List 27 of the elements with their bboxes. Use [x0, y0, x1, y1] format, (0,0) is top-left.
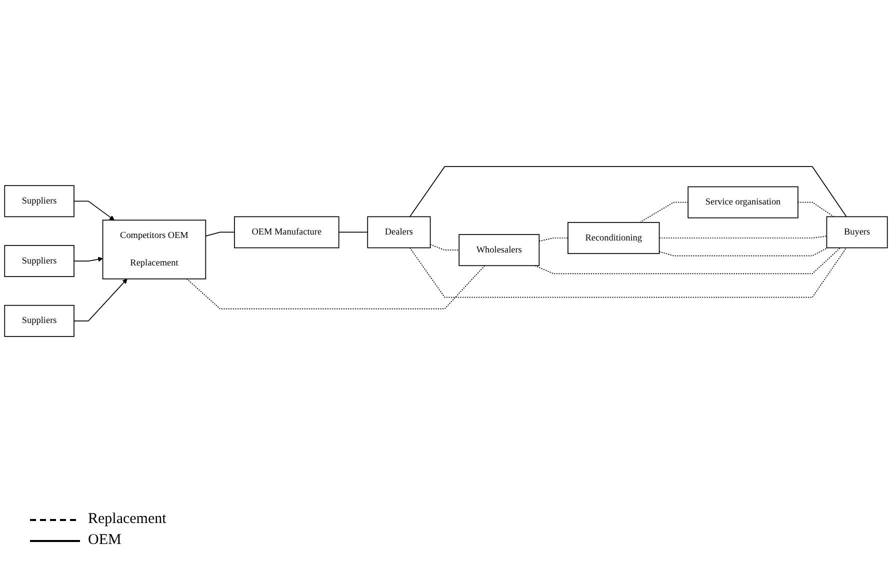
connector: [409, 247, 847, 298]
node-box: Suppliers: [4, 185, 74, 218]
connector: [430, 244, 460, 250]
node-box: Suppliers: [4, 304, 74, 337]
arrow: [74, 278, 128, 322]
node-box: Wholesalers: [458, 234, 540, 266]
connector: [798, 202, 834, 218]
connector: [658, 236, 828, 238]
node-box: Service organisation: [688, 186, 798, 218]
connector: [658, 247, 828, 256]
legend-text: OEM: [88, 532, 122, 549]
arrow: [74, 200, 114, 220]
connector: [186, 265, 486, 310]
node-box: Suppliers: [4, 245, 74, 277]
connector: [205, 232, 235, 236]
connector: [409, 166, 847, 218]
connector: [538, 238, 568, 242]
node-box: Competitors OEM Replacement: [102, 220, 206, 280]
node-box: OEM Manufacture: [234, 216, 340, 248]
node-box: Dealers: [367, 216, 431, 248]
legend-text: Replacement: [88, 511, 166, 528]
node-box: Reconditioning: [568, 222, 660, 254]
node-box: Buyers: [826, 216, 888, 248]
connector: [534, 247, 841, 274]
arrow: [74, 256, 103, 262]
connector: [338, 232, 368, 233]
connector: [639, 202, 689, 223]
